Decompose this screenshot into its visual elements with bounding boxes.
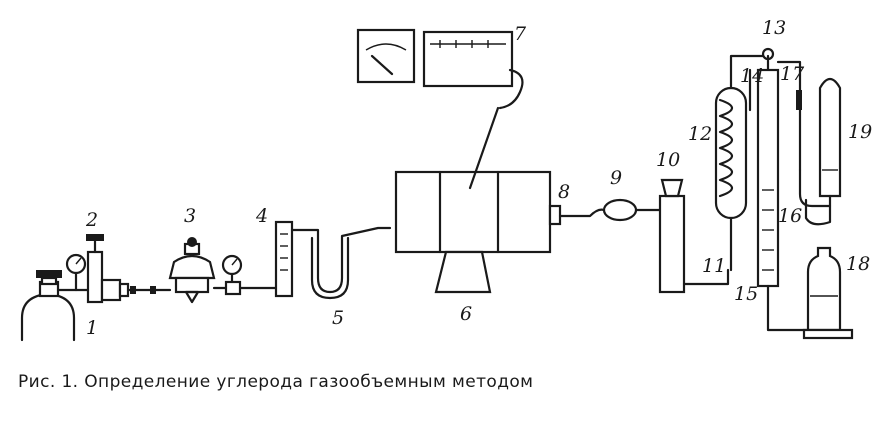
absorber-vessel (658, 178, 730, 294)
label-11: 11 (702, 255, 726, 277)
label-5: 5 (332, 307, 344, 329)
temperature-meter (356, 28, 524, 190)
thermometer (748, 60, 802, 172)
leveling-bottle (802, 246, 854, 340)
flowmeter (274, 220, 294, 298)
label-15: 15 (734, 283, 758, 305)
figure-caption: Рис. 1. Определение углерода газообъемны… (18, 372, 534, 392)
label-7: 7 (514, 23, 527, 45)
label-19: 19 (848, 121, 872, 143)
label-2: 2 (85, 209, 98, 231)
label-3: 3 (184, 205, 196, 227)
label-16: 16 (778, 205, 802, 227)
label-1: 1 (86, 317, 98, 339)
label-8: 8 (558, 181, 570, 203)
label-18: 18 (846, 253, 870, 275)
label-17: 17 (780, 63, 805, 85)
label-12: 12 (688, 123, 712, 145)
label-13: 13 (762, 17, 786, 39)
gas-burette (756, 68, 812, 332)
outlet-filter (558, 198, 662, 222)
u-tube (290, 226, 392, 300)
label-9: 9 (610, 167, 622, 189)
label-4: 4 (255, 205, 268, 227)
label-6: 6 (460, 303, 472, 325)
label-10: 10 (656, 149, 680, 171)
pressure-regulator (168, 237, 243, 304)
spiral-condenser (714, 54, 770, 272)
absorption-pipette (798, 77, 842, 226)
three-way-tap (761, 47, 775, 72)
label-14: 14 (740, 65, 764, 87)
reducing-valve (56, 234, 130, 304)
tube-furnace (394, 170, 562, 294)
gas-cylinder (20, 270, 76, 342)
